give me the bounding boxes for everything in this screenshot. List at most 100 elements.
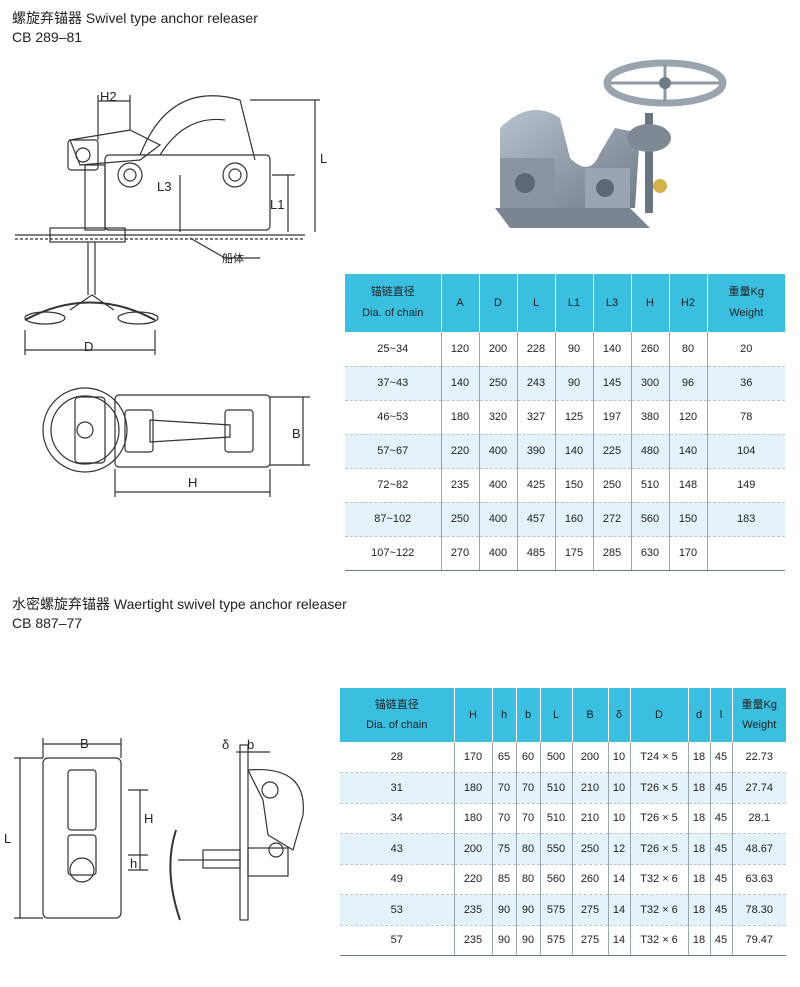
- table-cell: 228: [517, 332, 556, 367]
- table-cell: 220: [454, 864, 493, 895]
- table-cell: 20: [707, 332, 785, 367]
- label2-B: B: [80, 736, 89, 751]
- col-header: H: [631, 274, 670, 332]
- table-cell: 63.63: [732, 864, 786, 895]
- table-cell: 60: [516, 742, 541, 773]
- table-cell: 45: [710, 772, 733, 804]
- chain-dia-header: 锚链直径 Dia. of chain: [340, 688, 455, 742]
- table-cell: 18: [688, 742, 711, 773]
- col-header: L: [540, 688, 573, 742]
- table-cell: 120: [441, 332, 480, 367]
- table-cell: 18: [688, 864, 711, 895]
- weight-header-en: Weight: [729, 307, 764, 319]
- table-cell: 120: [669, 400, 708, 435]
- table-cell: 28.1: [732, 803, 786, 834]
- table-cell: 425: [517, 468, 556, 503]
- table-cell: 380: [631, 400, 670, 435]
- table-cell: 27.74: [732, 772, 786, 804]
- table-cell: 70: [516, 772, 541, 804]
- table-cell: 14: [608, 864, 631, 895]
- table-cell: 272: [593, 502, 632, 537]
- col-header: d: [688, 688, 711, 742]
- releaser-side-view-drawing: [15, 95, 320, 355]
- section2-code: CB 887–77: [12, 615, 83, 631]
- table-cell: 550: [540, 833, 573, 865]
- table-cell: 170: [669, 536, 708, 571]
- label-hull: 船体: [222, 253, 244, 265]
- table-cell: 78: [707, 400, 785, 435]
- table-cell: 260: [572, 864, 609, 895]
- col-header: H2: [669, 274, 708, 332]
- table-cell: 14: [608, 894, 631, 926]
- table-cell: 18: [688, 894, 711, 926]
- table-cell: 18: [688, 925, 711, 956]
- col-header: δ: [608, 688, 631, 742]
- section2-spec-table: 锚链直径 Dia. of chain H h b L B δ D d l 重量K…: [340, 688, 786, 956]
- table-cell: 125: [555, 400, 594, 435]
- table-cell: 70: [492, 803, 517, 834]
- table-cell: 90: [555, 366, 594, 401]
- table-cell: 10: [608, 742, 631, 773]
- table-cell: 46~53: [345, 400, 442, 435]
- table-cell: 36: [707, 366, 785, 401]
- col-header: D: [630, 688, 689, 742]
- table-cell: T24 × 5: [630, 742, 689, 773]
- table-cell: 10: [608, 772, 631, 804]
- watertight-releaser-drawing: [14, 738, 304, 921]
- table-cell: 560: [540, 864, 573, 895]
- table-cell: 70: [516, 803, 541, 834]
- table-cell: 485: [517, 536, 556, 571]
- table-cell: 72~82: [345, 468, 442, 503]
- table-cell: 200: [479, 332, 518, 367]
- table-cell: 575: [540, 894, 573, 926]
- table-cell: 22.73: [732, 742, 786, 773]
- label2-h: h: [130, 856, 138, 871]
- table-cell: 14: [608, 925, 631, 956]
- table-cell: 28: [340, 742, 455, 773]
- table-cell: 90: [555, 332, 594, 367]
- table-cell: 150: [555, 468, 594, 503]
- table-cell: 80: [669, 332, 708, 367]
- label2-L: L: [4, 831, 12, 846]
- table-cell: 400: [479, 434, 518, 469]
- table-cell: 200: [454, 833, 493, 865]
- table-cell: 220: [441, 434, 480, 469]
- table-cell: 57~67: [345, 434, 442, 469]
- col-header: L1: [555, 274, 594, 332]
- table-cell: 78.30: [732, 894, 786, 926]
- table-cell: 235: [454, 925, 493, 956]
- table-cell: 149: [707, 468, 785, 503]
- table-cell: 45: [710, 925, 733, 956]
- table-cell: 275: [572, 925, 609, 956]
- table-cell: 75: [492, 833, 517, 865]
- table-cell: 45: [710, 864, 733, 895]
- label2-delta: δ: [222, 737, 230, 752]
- anchor-releaser-photo: [495, 59, 727, 228]
- table-cell: 197: [593, 400, 632, 435]
- table-cell: 18: [688, 772, 711, 804]
- section2-header-row: 锚链直径 Dia. of chain H h b L B δ D d l 重量K…: [340, 688, 786, 742]
- label-H: H: [188, 475, 198, 490]
- table-cell: 210: [572, 772, 609, 804]
- chain-dia-header: 锚链直径 Dia. of chain: [345, 274, 442, 332]
- table-cell: 160: [555, 502, 594, 537]
- table-cell: 150: [669, 502, 708, 537]
- table-cell: 18: [688, 833, 711, 865]
- table-cell: [707, 536, 785, 571]
- col-header: D: [479, 274, 518, 332]
- table-cell: 250: [572, 833, 609, 865]
- col-header: L3: [593, 274, 632, 332]
- table-cell: T26 × 5: [630, 803, 689, 834]
- table-cell: 104: [707, 434, 785, 469]
- table-cell: 45: [710, 803, 733, 834]
- section2-title: 水密螺旋弃锚器 Waertight swivel type anchor rel…: [12, 596, 347, 612]
